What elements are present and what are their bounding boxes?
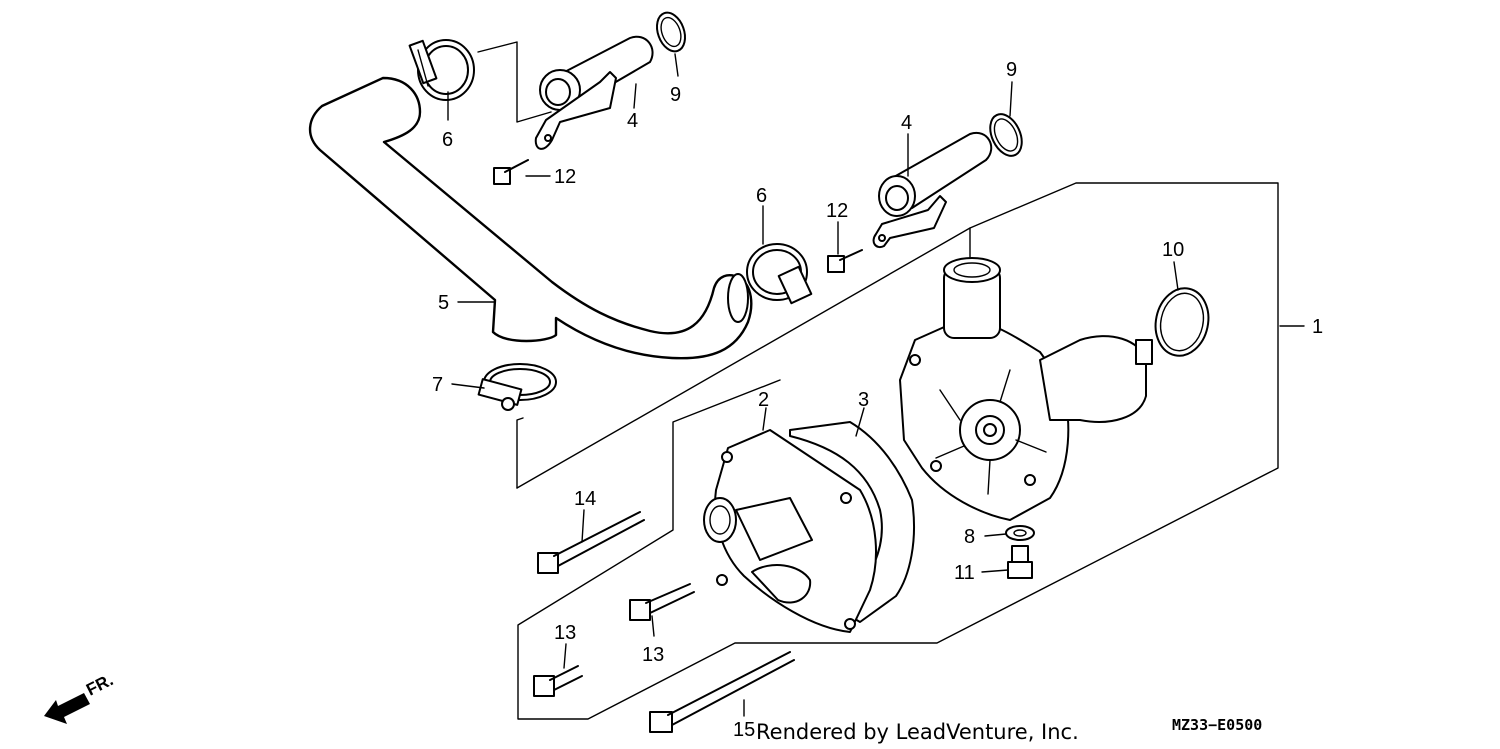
callout-15: 15 [733,719,755,741]
callout-13-left: 13 [554,622,576,644]
callout-4-upper: 4 [627,110,638,132]
watermark-text: Rendered by LeadVenture, Inc. [756,720,1079,744]
callout-9-middle: 9 [1006,59,1017,81]
water-pipe-upper [534,35,654,150]
leader-lines [447,53,1305,717]
bolt-middle [827,249,863,273]
water-hose [308,76,753,360]
callout-2: 2 [758,389,769,411]
drawing-code: MZ33−E0500 [1172,716,1262,734]
callout-9-upper: 9 [670,84,681,106]
front-direction-indicator: FR. [44,670,116,724]
callout-14: 14 [574,488,596,510]
sealing-washer [1005,525,1035,541]
bracket-line-hose-lower [516,417,524,489]
bracket-line-clamp-pipe [477,41,552,123]
callout-5: 5 [438,292,449,314]
pump-cover [703,429,877,633]
bolt-upper [493,159,529,185]
bolt-long-15 [649,651,795,733]
water-pump-body [899,257,1153,521]
hose-clamp-lower [477,363,557,411]
hose-clamp-middle [746,243,813,305]
group-outline-lines [477,41,1279,720]
water-pipe-lower [872,131,993,248]
hose-end-upper [727,273,749,323]
callout-12-middle: 12 [826,200,848,222]
callout-8: 8 [964,526,975,548]
o-ring-pump [1154,287,1210,357]
o-ring-upper [655,11,687,53]
callout-12-upper: 12 [554,166,576,188]
callouts: 1 2 3 4 4 5 6 6 7 8 9 9 10 11 12 12 13 1… [432,59,1323,741]
callout-3: 3 [858,389,869,411]
hose-clamp-upper-left [408,39,475,101]
front-arrow-icon [44,693,90,724]
bracket-line-pump-assembly [517,182,1279,720]
o-ring-middle [989,113,1023,157]
callout-13-right: 13 [642,644,664,666]
callout-6-middle: 6 [756,185,767,207]
callout-6-upper: 6 [442,129,453,151]
bolt-13-upper [629,583,695,621]
front-label: FR. [83,670,116,699]
callout-11: 11 [954,562,975,584]
callout-1: 1 [1312,316,1323,338]
callout-7: 7 [432,374,443,396]
bolt-13-lower [533,665,583,697]
drain-bolt [1007,545,1033,579]
callout-10: 10 [1162,239,1184,261]
bolt-long-14 [537,511,645,574]
callout-4-lower: 4 [901,112,912,134]
